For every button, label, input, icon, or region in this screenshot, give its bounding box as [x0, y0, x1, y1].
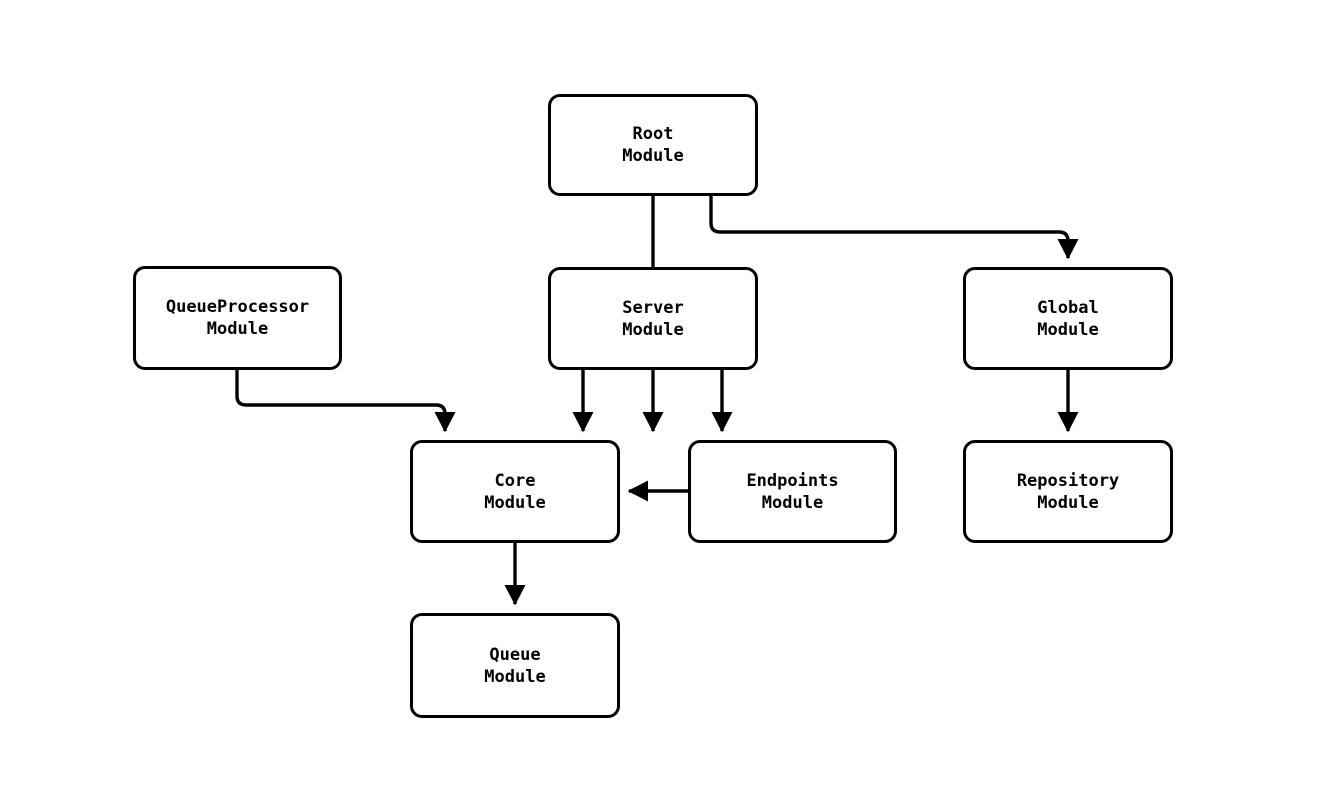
node-global-module-line2: Module	[1037, 319, 1099, 340]
node-server-module-line2: Module	[622, 319, 684, 340]
node-core-module[interactable]: Core Module	[410, 440, 620, 543]
node-repository-module-line1: Repository	[1016, 470, 1120, 491]
node-queueprocessor-module-line2: Module	[206, 319, 269, 339]
node-endpoints-module-line2: Module	[761, 492, 824, 513]
node-root-module-line2: Module	[622, 146, 684, 166]
node-endpoints-module-line1: Endpoints	[746, 470, 839, 491]
node-global-module[interactable]: Global Module	[963, 267, 1173, 370]
node-server-module-line1: Server	[622, 297, 684, 318]
node-core-module-line2: Module	[484, 492, 546, 513]
node-queue-module-line1: Queue	[489, 644, 541, 665]
node-global-module-line1: Global	[1037, 297, 1099, 318]
node-core-module-line1: Core	[494, 470, 536, 491]
edge-queueprocessor-core	[235, 370, 456, 433]
node-queueprocessor-module-line1: QueueProcessor	[165, 297, 310, 317]
node-repository-module-line2: Module	[1037, 492, 1099, 513]
node-root-module[interactable]: Root Module	[548, 94, 758, 196]
node-queue-module[interactable]: Queue Module	[410, 613, 620, 718]
edge-root-global	[709, 196, 1079, 260]
node-root-module-line1: Root	[632, 124, 674, 144]
node-repository-module[interactable]: Repository Module	[963, 440, 1173, 543]
node-queue-module-line2: Module	[484, 666, 546, 687]
node-queueprocessor-module[interactable]: QueueProcessor Module	[133, 266, 342, 370]
node-endpoints-module[interactable]: Endpoints Module	[688, 440, 897, 543]
node-server-module[interactable]: Server Module	[548, 267, 758, 370]
